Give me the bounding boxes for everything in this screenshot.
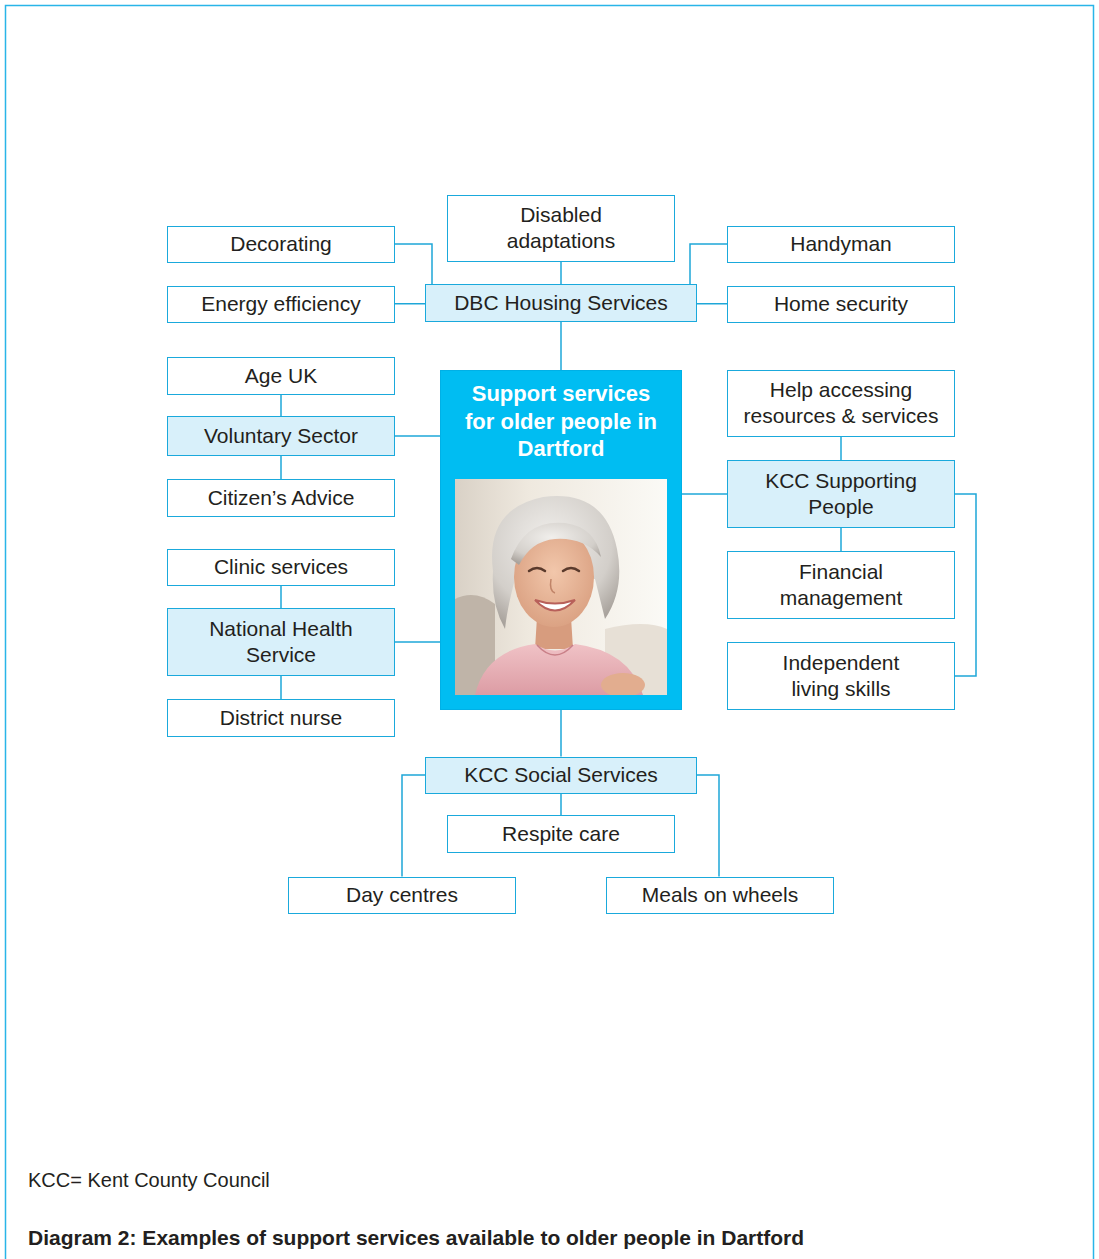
portrait-photo [455, 479, 667, 695]
connector-line [560, 262, 562, 285]
box-label: Help accessing resources & services [735, 377, 947, 430]
provider-box: Voluntary Sector [167, 416, 395, 456]
photo-background [455, 479, 667, 695]
connector-line [395, 244, 432, 284]
service-box: Financial management [727, 551, 955, 619]
fringe [511, 523, 601, 565]
service-box: District nurse [167, 699, 395, 737]
box-label: Voluntary Sector [204, 423, 358, 449]
provider-box: KCC Social Services [425, 757, 697, 794]
provider-box: National Health Service [167, 608, 395, 676]
connector-line [395, 435, 440, 437]
connector-line [280, 395, 282, 416]
connector-line [395, 641, 440, 643]
service-box: Respite care [447, 815, 675, 853]
box-label: Home security [774, 291, 908, 317]
service-box: Energy efficiency [167, 286, 395, 323]
box-label: KCC Supporting People [751, 468, 931, 521]
connector-line [690, 244, 727, 284]
eye [563, 568, 579, 571]
connector-line [840, 437, 842, 461]
box-label: Respite care [502, 821, 620, 847]
box-label: District nurse [220, 705, 343, 731]
box-label: Citizen’s Advice [208, 485, 355, 511]
service-box: Help accessing resources & services [727, 370, 955, 437]
smile [535, 600, 575, 611]
connector-line [395, 303, 425, 305]
box-label: Decorating [230, 231, 332, 257]
connector-line [280, 456, 282, 479]
frame-border [6, 6, 1094, 1259]
nose [551, 579, 556, 593]
box-label: National Health Service [196, 616, 366, 669]
box-label: Financial management [756, 559, 926, 612]
box-label: Disabled adaptations [486, 202, 636, 255]
box-label: KCC Social Services [464, 762, 658, 788]
service-box: Disabled adaptations [447, 195, 675, 262]
connector-line [697, 303, 727, 305]
connector-line [955, 494, 976, 676]
service-box: Age UK [167, 357, 395, 395]
provider-box: DBC Housing Services [425, 284, 697, 322]
box-label: Meals on wheels [642, 882, 798, 908]
connector-line [682, 493, 727, 495]
hand [601, 673, 645, 695]
caption-text: Diagram 2: Examples of support services … [28, 1225, 804, 1250]
provider-box: KCC Supporting People [727, 460, 955, 528]
box-label: Independent living skills [766, 650, 916, 703]
connector-line [280, 586, 282, 609]
box-label: Energy efficiency [201, 291, 361, 317]
connector-line [560, 794, 562, 816]
connector-line [697, 775, 719, 877]
box-label: Day centres [346, 882, 458, 908]
service-box: Clinic services [167, 549, 395, 586]
note-text: KCC= Kent County Council [28, 1168, 270, 1192]
service-box: Independent living skills [727, 642, 955, 710]
hub-title: Support services for older people in Dar… [456, 380, 666, 463]
service-box: Citizen’s Advice [167, 479, 395, 517]
box-label: Age UK [245, 363, 317, 389]
service-box: Day centres [288, 877, 516, 914]
eye [529, 568, 545, 571]
service-box: Home security [727, 286, 955, 323]
hair [492, 496, 619, 629]
hub-box: Support services for older people in Dar… [440, 370, 682, 710]
service-box: Decorating [167, 226, 395, 263]
service-box: Handyman [727, 226, 955, 263]
connector-line [402, 775, 425, 877]
connector-line [280, 676, 282, 699]
connector-line [560, 710, 562, 757]
neckline [537, 645, 573, 655]
service-box: Meals on wheels [606, 877, 834, 914]
connector-line [560, 322, 562, 370]
box-label: DBC Housing Services [454, 290, 668, 316]
box-label: Clinic services [214, 554, 348, 580]
connector-line [840, 528, 842, 551]
box-label: Handyman [790, 231, 892, 257]
